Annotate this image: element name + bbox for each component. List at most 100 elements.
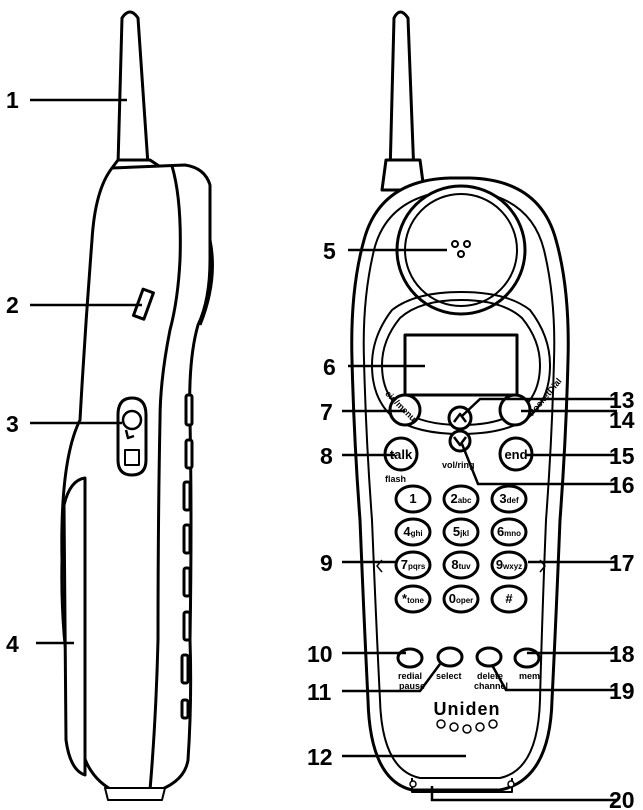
callout-9: 9 <box>320 550 333 576</box>
callout-12: 12 <box>307 744 333 770</box>
callout-13: 13 <box>609 387 635 413</box>
flash-label: flash <box>385 474 406 484</box>
key-label: 1 <box>409 491 416 506</box>
leader-lines <box>30 98 617 802</box>
key-4[interactable]: 4ghi <box>394 517 432 547</box>
key-number: 4 <box>403 524 411 539</box>
key-label: 8tuv <box>451 557 471 572</box>
key-letters: def <box>507 496 519 505</box>
key-5[interactable]: 5jkl <box>442 517 480 547</box>
key-letters: abc <box>458 496 472 505</box>
callout-5: 5 <box>323 238 336 264</box>
vol-ring-label: vol/ring <box>442 460 475 470</box>
delete-channel-button[interactable] <box>475 646 503 668</box>
pause-label: pause <box>399 681 425 691</box>
side-ridge-8 <box>180 698 190 720</box>
callout-2: 2 <box>6 292 19 318</box>
key-label: # <box>505 591 513 606</box>
key-label: 2abc <box>450 491 472 506</box>
key-label: 9wxyz <box>496 557 522 572</box>
side-ridge-1 <box>184 393 194 427</box>
callout-4: 4 <box>6 631 19 657</box>
talk-label: talk <box>390 447 413 462</box>
key-star[interactable]: *tone <box>394 584 432 614</box>
mem-button[interactable] <box>513 647 541 669</box>
down-arrow-button[interactable] <box>448 429 472 453</box>
side-ridge-7 <box>180 653 190 685</box>
key-number: 6 <box>497 524 504 539</box>
callout-1: 1 <box>6 87 19 113</box>
talk-button[interactable]: talk <box>383 436 419 472</box>
delete-label: delete <box>477 671 503 681</box>
key-label: 5jkl <box>453 524 469 539</box>
channel-label: channel <box>474 681 508 691</box>
end-button[interactable]: end <box>498 436 534 472</box>
key-number: 5 <box>453 524 460 539</box>
key-number: 2 <box>450 491 457 506</box>
side-view-handset <box>60 10 214 801</box>
key-label: 6mno <box>497 524 521 539</box>
microphone-holes <box>436 719 498 734</box>
key-7[interactable]: 7pqrs <box>394 550 432 580</box>
key-3[interactable]: 3def <box>490 484 528 514</box>
key-number: 0 <box>449 591 456 606</box>
callout-19: 19 <box>609 678 635 704</box>
side-ridge-6 <box>182 610 192 642</box>
callout-10: 10 <box>307 641 333 667</box>
earpiece-hole-1 <box>451 240 459 248</box>
earpiece-hole-2 <box>463 240 471 248</box>
callout-7: 7 <box>320 399 333 425</box>
key-number: 3 <box>499 491 506 506</box>
key-number: 8 <box>451 557 458 572</box>
key-letters: ghi <box>411 529 423 538</box>
callout-16: 16 <box>609 472 635 498</box>
side-antenna <box>116 10 150 167</box>
key-hash[interactable]: # <box>490 584 528 614</box>
select-label: select <box>436 671 462 681</box>
side-belt-clip-slot <box>132 287 155 321</box>
key-number: 9 <box>496 557 503 572</box>
earpiece-hole-3 <box>457 250 465 258</box>
key-letters: mno <box>504 529 521 538</box>
callout-20: 20 <box>609 787 635 810</box>
key-number: 1 <box>409 491 416 506</box>
callout-8: 8 <box>320 443 333 469</box>
mem-label: mem <box>519 671 540 681</box>
key-9[interactable]: 9wxyz <box>490 550 528 580</box>
side-battery-recess <box>62 476 87 777</box>
brand-logo: Uniden <box>434 699 501 719</box>
key-label: 7pqrs <box>401 557 426 572</box>
key-1[interactable]: 1 <box>394 484 432 514</box>
key-number: # <box>505 591 513 606</box>
callout-14: 14 <box>609 407 635 433</box>
key-2[interactable]: 2abc <box>442 484 480 514</box>
key-letters: tuv <box>459 562 472 571</box>
key-letters: tone <box>407 596 424 605</box>
side-spine <box>148 165 182 791</box>
key-letters: wxyz <box>502 562 522 571</box>
select-button[interactable] <box>436 646 464 668</box>
callout-6: 6 <box>323 354 336 380</box>
callout-17: 17 <box>609 550 635 576</box>
side-ridge-3 <box>182 480 192 512</box>
side-foot <box>104 787 166 801</box>
key-6[interactable]: 6mno <box>490 517 528 547</box>
side-back-bump <box>198 239 214 326</box>
end-label: end <box>504 447 527 462</box>
down-arrow-icon <box>453 436 467 447</box>
key-label: *tone <box>402 591 425 606</box>
headset-jack-icon <box>121 409 143 431</box>
redial-pause-button[interactable] <box>396 647 424 669</box>
key-label: 3def <box>499 491 519 506</box>
callout-numbers: 1 2 3 4 5 6 7 8 9 10 11 12 13 14 15 16 1… <box>6 87 635 810</box>
redial-label: redial <box>398 671 422 681</box>
key-letters: jkl <box>459 529 469 538</box>
callout-3: 3 <box>6 411 19 437</box>
front-bezel <box>362 189 556 779</box>
callout-15: 15 <box>609 443 635 469</box>
key-0[interactable]: 0oper <box>442 584 480 614</box>
key-label: 4ghi <box>403 524 422 539</box>
key-8[interactable]: 8tuv <box>442 550 480 580</box>
front-antenna <box>388 10 416 177</box>
